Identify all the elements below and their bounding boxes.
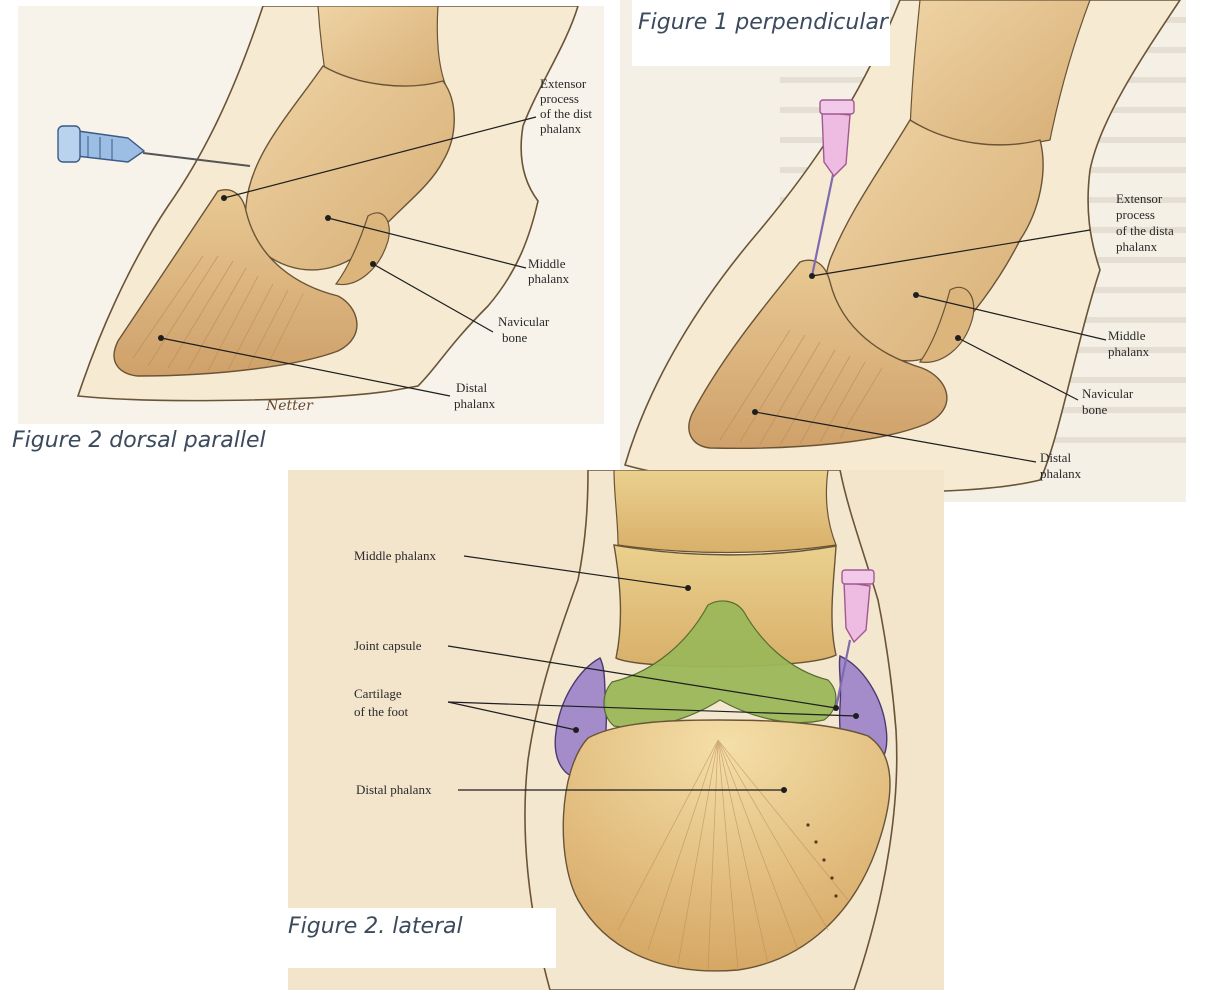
label-navicular-bone: Navicular bone [1082,386,1134,417]
svg-text:process: process [540,91,579,106]
leader-extensor [811,229,1091,277]
svg-text:Extensor: Extensor [1116,191,1163,206]
svg-text:phalanx: phalanx [528,271,570,286]
label-middle-phalanx: Middle phalanx [1108,328,1150,359]
svg-text:bone: bone [502,330,528,345]
label-distal-phalanx: Distal phalanx [356,782,432,797]
caption-dorsal-parallel: Figure 2 dorsal parallel [12,428,266,453]
svg-text:phalanx: phalanx [540,121,582,136]
artist-signature: Netter [265,398,314,414]
navicular-bone [334,212,390,286]
caption-box-lateral: Figure 2. lateral [288,908,556,968]
distal-phalanx [113,189,358,377]
leader-distal [160,337,451,397]
figure-dorsal-parallel: Extensor process of the dist phalanx Mid… [18,6,604,424]
distal-striations [132,255,304,372]
caption-box-perpendicular: Figure 1 perpendicular [632,0,890,66]
svg-text:Navicular: Navicular [1082,386,1134,401]
svg-text:of the dista: of the dista [1116,223,1174,238]
proximal-phalanx [613,470,837,554]
caption-lateral: Figure 2. lateral [288,914,463,939]
leader-navicular [372,263,494,333]
figure-lateral: Middle phalanx Joint capsule Cartilage o… [288,470,944,990]
distal-phalanx [688,259,948,449]
leader-cartilage-left [447,701,577,731]
svg-text:Extensor: Extensor [540,76,587,91]
figure-perpendicular: Extensor process of the dista phalanx Mi… [620,0,1186,502]
needle-pink-icon [834,569,875,709]
label-joint-capsule: Joint capsule [354,638,422,653]
svg-text:phalanx: phalanx [1108,344,1150,359]
lateral-illustration: Middle phalanx Joint capsule Cartilage o… [354,470,898,990]
svg-text:of the dist: of the dist [540,106,592,121]
svg-text:Middle: Middle [528,256,566,271]
svg-text:of the foot: of the foot [354,704,409,719]
distal-striations [719,329,883,446]
svg-text:Distal: Distal [1040,450,1071,465]
label-extensor-process: Extensor process of the dist phalanx [540,76,592,136]
needle-blue-icon [57,125,251,167]
label-distal-phalanx: Distal phalanx [454,380,496,411]
distal-foramina [806,823,838,898]
svg-text:Distal: Distal [456,380,487,395]
svg-text:Cartilage: Cartilage [354,686,402,701]
joint-capsule [603,600,837,729]
leader-navicular [957,337,1079,401]
distal-phalanx [562,719,891,972]
svg-text:phalanx: phalanx [454,396,496,411]
leader-extensor [223,116,537,199]
svg-text:Middle: Middle [1108,328,1146,343]
label-extensor-process: Extensor process of the dista phalanx [1116,191,1174,254]
label-navicular-bone: Navicular bone [498,314,550,345]
leader-middle [915,294,1107,341]
svg-text:Navicular: Navicular [498,314,550,329]
leader-middle [327,217,527,269]
leader-distal [754,411,1037,463]
label-distal-phalanx: Distal phalanx [1040,450,1082,481]
leader-cartilage-right [447,701,857,717]
leader-capsule [447,645,837,709]
needle-pink-icon [810,99,855,277]
label-cartilage: Cartilage of the foot [354,686,409,719]
distal-striations [617,739,849,971]
navicular-bone [918,286,975,363]
perpendicular-illustration: Extensor process of the dista phalanx Mi… [624,0,1186,493]
leader-middle [463,555,689,589]
label-middle-phalanx: Middle phalanx [528,256,570,286]
label-middle-phalanx: Middle phalanx [354,548,436,563]
svg-text:process: process [1116,207,1155,222]
svg-text:phalanx: phalanx [1040,466,1082,481]
svg-text:phalanx: phalanx [1116,239,1158,254]
caption-perpendicular: Figure 1 perpendicular [638,10,888,35]
svg-text:bone: bone [1082,402,1108,417]
dorsal-parallel-illustration: Extensor process of the dist phalanx Mid… [57,6,592,414]
